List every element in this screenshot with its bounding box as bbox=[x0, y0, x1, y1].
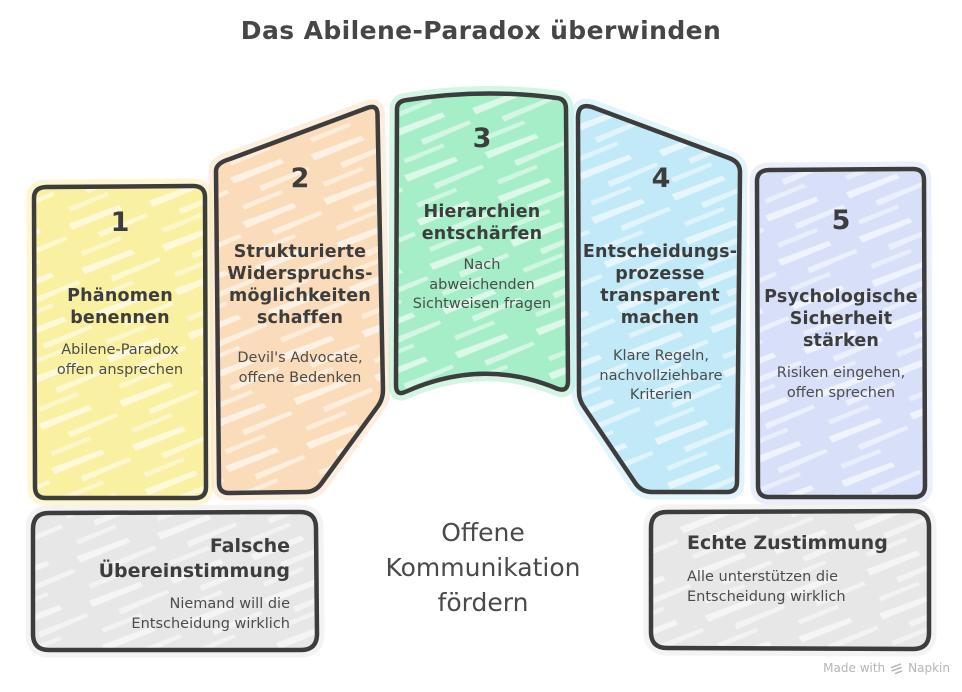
step2-detail: Devil's Advocate, offene Bedenken bbox=[237, 350, 363, 386]
step4-heading: Entscheidungs- prozesse transparent mach… bbox=[582, 242, 738, 329]
napkin-watermark: Made with Napkin bbox=[823, 661, 950, 675]
step1-heading: Phänomen benennen bbox=[67, 286, 173, 329]
step2-number: 2 bbox=[290, 163, 310, 194]
real-agreement-detail: Alle unterstützen die Entscheidung wirkl… bbox=[687, 569, 846, 605]
step5-heading: Psychologische Sicherheit stärken bbox=[764, 287, 918, 352]
step4-detail: Klare Regeln, nachvollziehbare Kriterien bbox=[599, 348, 723, 404]
step3-heading: Hierarchien entschärfen bbox=[421, 202, 543, 245]
step1-detail: Abilene-Paradox offen ansprechen bbox=[56, 342, 184, 378]
diagram-title: Das Abilene-Paradox überwinden bbox=[240, 16, 722, 45]
step5-detail: Risiken eingehen, offen sprechen bbox=[776, 365, 906, 401]
step1-number: 1 bbox=[110, 207, 130, 238]
false-agreement-heading: Falsche Übereinstimmung bbox=[98, 535, 290, 582]
step2-heading: Strukturierte Widerspruchs- möglichkeite… bbox=[227, 242, 373, 329]
step3-detail: Nach abweichenden Sichtweisen fragen bbox=[412, 257, 552, 313]
watermark-prefix: Made with bbox=[823, 661, 886, 675]
center-message: Offene Kommunikation fördern bbox=[385, 518, 581, 617]
step4-number: 4 bbox=[651, 163, 671, 194]
step3-number: 3 bbox=[472, 123, 492, 154]
false-agreement-detail: Niemand will die Entscheidung wirklich bbox=[131, 596, 290, 632]
step5-number: 5 bbox=[831, 205, 851, 236]
watermark-brand: Napkin bbox=[908, 661, 950, 675]
real-agreement-heading: Echte Zustimmung bbox=[687, 532, 888, 554]
napkin-logo-icon bbox=[890, 662, 903, 674]
